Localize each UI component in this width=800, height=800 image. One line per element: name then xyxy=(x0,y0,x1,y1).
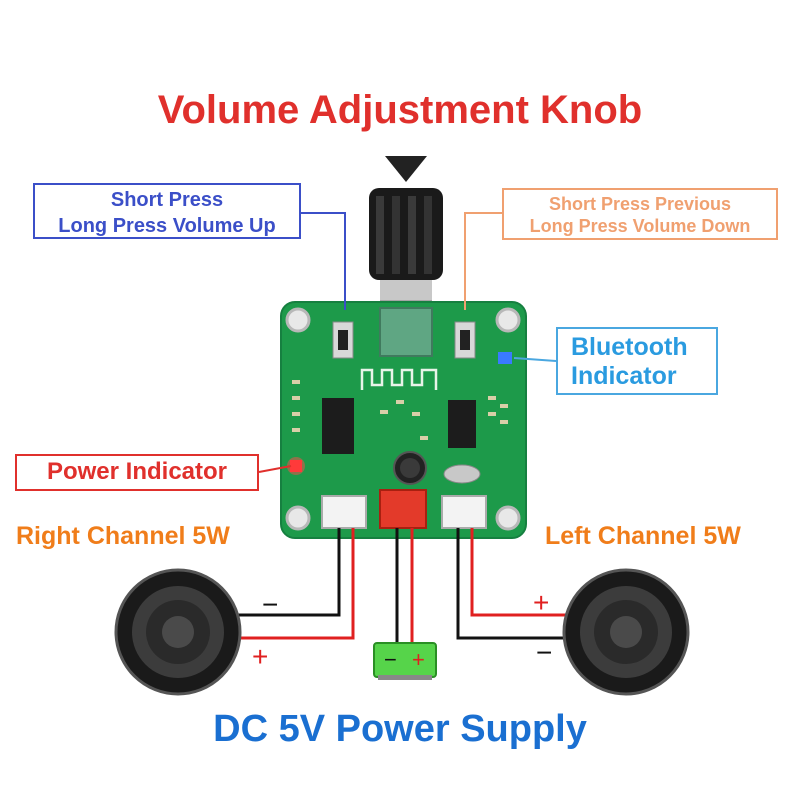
battery-plus: + xyxy=(412,647,425,672)
callout-short-press-volume-up: Short Press Long Press Volume Up xyxy=(33,183,301,239)
left-speaker-minus: − xyxy=(536,637,552,668)
callout-short-press-previous: Short Press Previous xyxy=(548,194,732,214)
callout-power-indicator: Power Indicator xyxy=(15,454,259,491)
callout-short-press: Short Press xyxy=(110,189,224,211)
right-speaker-plus: + xyxy=(252,641,268,672)
page-title: Volume Adjustment Knob xyxy=(157,88,643,132)
volume-knob xyxy=(369,188,443,310)
power-supply-label: DC 5V Power Supply xyxy=(213,708,587,750)
callout-bluetooth-indicator: Bluetooth Indicator xyxy=(556,327,718,395)
pcb-board xyxy=(280,301,527,539)
speaker-right-channel xyxy=(114,568,242,696)
right-speaker-minus: − xyxy=(262,589,278,620)
left-channel-label: Left Channel 5W xyxy=(545,522,741,550)
right-channel-label: Right Channel 5W xyxy=(16,522,230,550)
down-arrow-icon xyxy=(385,156,427,182)
left-speaker-plus: + xyxy=(533,587,549,618)
battery-icon xyxy=(373,642,437,680)
callout-long-press-volume-down: Long Press Volume Down xyxy=(529,216,751,236)
bluetooth-label-line2: Indicator xyxy=(571,362,677,390)
battery-minus: − xyxy=(384,647,397,672)
bluetooth-label-line1: Bluetooth xyxy=(571,333,688,361)
speaker-left-channel xyxy=(562,568,690,696)
callout-long-press-volume-up: Long Press Volume Up xyxy=(58,215,276,237)
callout-previous-volume-down: Short Press Previous Long Press Volume D… xyxy=(502,188,778,240)
